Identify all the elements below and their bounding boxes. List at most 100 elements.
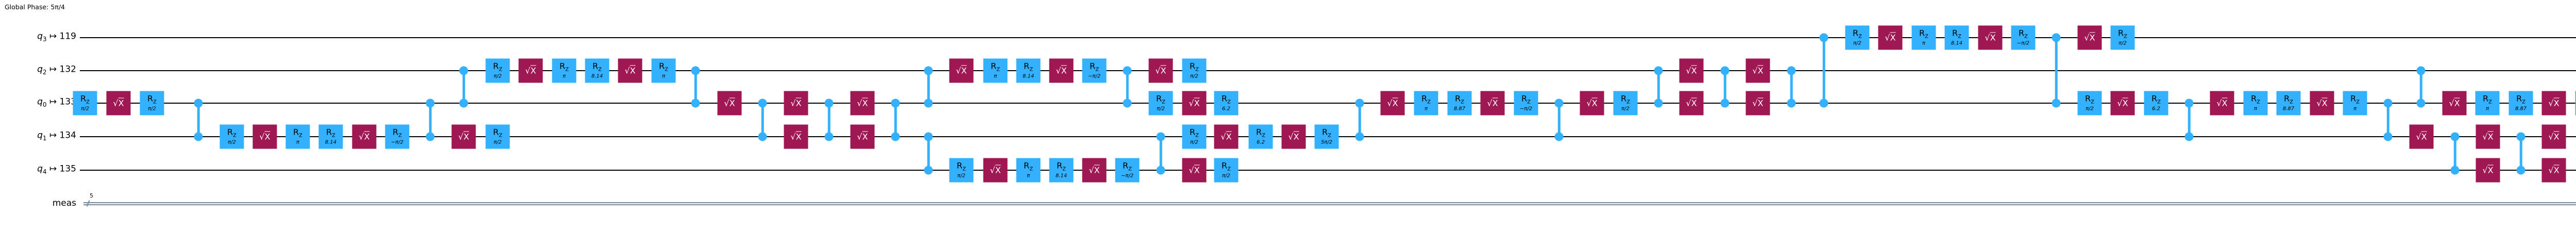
sqrt-x-gate: √X <box>352 124 377 149</box>
rz-gate-label: RZ <box>1090 61 1099 73</box>
sqrt-x-gate: √X <box>2541 124 2566 149</box>
sqrt-x-gate: √X <box>1049 58 1074 83</box>
rz-gate-angle: 8.14 <box>1022 73 1035 79</box>
sqrt-x-gate: √X <box>784 91 808 116</box>
sqrt-x-gate-label: √X <box>1056 66 1067 75</box>
sqrt-x-gate-label: √X <box>1885 32 1896 42</box>
rz-gate-label: RZ <box>326 127 335 139</box>
sqrt-x-gate: √X <box>1878 25 1903 50</box>
cz-control-dot <box>1554 132 1564 141</box>
cz-connector <box>197 103 200 137</box>
cz-connector <box>827 103 831 137</box>
cz-control-dot <box>194 99 203 108</box>
cz-control-dot <box>691 66 700 75</box>
rz-gate-angle: π <box>1026 173 1030 179</box>
rz-gate-label: RZ <box>1190 61 1199 73</box>
sqrt-x-gate-label: √X <box>2084 32 2095 42</box>
rz-gate: RZ π/2 <box>73 91 97 116</box>
rz-gate-angle: π/2 <box>1621 106 1630 112</box>
sqrt-x-gate-label: √X <box>525 66 536 75</box>
sqrt-x-gate-label: √X <box>1985 32 1996 42</box>
creg-label: meas <box>52 198 76 208</box>
rz-gate: RZ −π/2 <box>2011 25 2036 50</box>
rz-gate-label: RZ <box>2251 93 2260 105</box>
cz-control-dot <box>1787 99 1796 108</box>
rz-gate-label: RZ <box>227 127 236 139</box>
rz-gate-angle: π/2 <box>494 139 502 145</box>
cz-connector <box>462 71 465 103</box>
rz-gate-angle: 8.14 <box>591 73 603 79</box>
rz-gate: RZ π/2 <box>1182 124 1207 149</box>
rz-gate-angle: 6.2 <box>2152 106 2160 112</box>
sqrt-x-gate: √X <box>2541 158 2566 183</box>
rz-gate: RZ π/2 <box>949 158 974 183</box>
cz-control-dot <box>2052 33 2061 42</box>
rz-gate-label: RZ <box>147 93 157 105</box>
sqrt-x-gate: √X <box>1745 91 1770 116</box>
cz-control-dot <box>2416 99 2426 108</box>
cz-control-dot <box>924 66 933 75</box>
rz-gate: RZ 8.14 <box>1016 58 1041 83</box>
sqrt-x-gate: √X <box>1679 91 1704 116</box>
sqrt-x-gate-label: √X <box>790 132 802 141</box>
cz-control-dot <box>2383 99 2393 108</box>
sqrt-x-gate: √X <box>252 124 277 149</box>
sqrt-x-gate: √X <box>2077 25 2102 50</box>
rz-gate-angle: π/2 <box>1222 173 1230 179</box>
rz-gate-label: RZ <box>1024 61 1033 73</box>
rz-gate-label: RZ <box>2516 93 2526 105</box>
rz-gate: RZ −π/2 <box>1082 58 1107 83</box>
global-phase-title: Global Phase: 5π/4 <box>5 3 65 11</box>
sqrt-x-gate-label: √X <box>1221 132 1232 141</box>
cz-control-dot <box>1123 99 1132 108</box>
rz-gate-angle: π <box>993 73 997 79</box>
rz-gate-angle: π <box>2353 106 2357 112</box>
cz-control-dot <box>2516 132 2526 141</box>
cz-control-dot <box>459 66 468 75</box>
sqrt-x-gate-label: √X <box>2548 132 2560 141</box>
rz-gate: RZ π/2 <box>1613 91 1638 116</box>
cz-control-dot <box>1654 66 1663 75</box>
rz-gate: RZ π <box>983 58 1008 83</box>
cz-connector <box>927 71 930 103</box>
cz-control-dot <box>758 99 767 108</box>
rz-gate-angle: π/2 <box>228 139 236 145</box>
sqrt-x-gate-label: √X <box>359 132 370 141</box>
rz-gate: RZ π/2 <box>485 124 510 149</box>
cz-connector <box>1822 38 1825 103</box>
sqrt-x-gate: √X <box>949 58 974 83</box>
rz-gate-label: RZ <box>1952 28 1961 40</box>
rz-gate: RZ −π/2 <box>1115 158 1140 183</box>
rz-gate-label: RZ <box>1123 160 1132 172</box>
rz-gate-label: RZ <box>493 127 502 139</box>
rz-gate: RZ π <box>552 58 577 83</box>
rz-gate-label: RZ <box>2483 93 2492 105</box>
sqrt-x-gate-label: √X <box>2449 98 2460 108</box>
sqrt-x-gate: √X <box>2476 158 2500 183</box>
rz-gate-angle: 8.87 <box>2282 106 2295 112</box>
rz-gate-angle: π/2 <box>1157 106 1165 112</box>
sqrt-x-gate-label: √X <box>1487 98 1498 108</box>
sqrt-x-gate: √X <box>2476 124 2500 149</box>
qubit-wire-132 <box>80 70 2576 71</box>
cz-control-dot <box>1355 132 1364 141</box>
sqrt-x-gate-label: √X <box>857 132 868 141</box>
rz-gate-label: RZ <box>2019 28 2028 40</box>
rz-gate: RZ −π/2 <box>2575 91 2576 116</box>
cz-control-dot <box>758 132 767 141</box>
sqrt-x-gate: √X <box>1480 91 1505 116</box>
cz-connector <box>2519 137 2522 170</box>
sqrt-x-gate-label: √X <box>990 165 1001 175</box>
qubit-label-133: q0 ↦ 133 <box>37 96 76 109</box>
sqrt-x-gate-label: √X <box>2482 165 2494 175</box>
sqrt-x-gate-label: √X <box>1686 98 1697 108</box>
sqrt-x-gate: √X <box>618 58 642 83</box>
rz-gate: RZ 8.14 <box>1049 158 1074 183</box>
cz-control-dot <box>1355 99 1364 108</box>
cz-connector <box>2055 38 2058 103</box>
rz-gate-angle: π/2 <box>81 106 89 112</box>
cz-control-dot <box>1123 66 1132 75</box>
cz-connector <box>2419 71 2422 103</box>
rz-gate-label: RZ <box>1024 160 1033 172</box>
